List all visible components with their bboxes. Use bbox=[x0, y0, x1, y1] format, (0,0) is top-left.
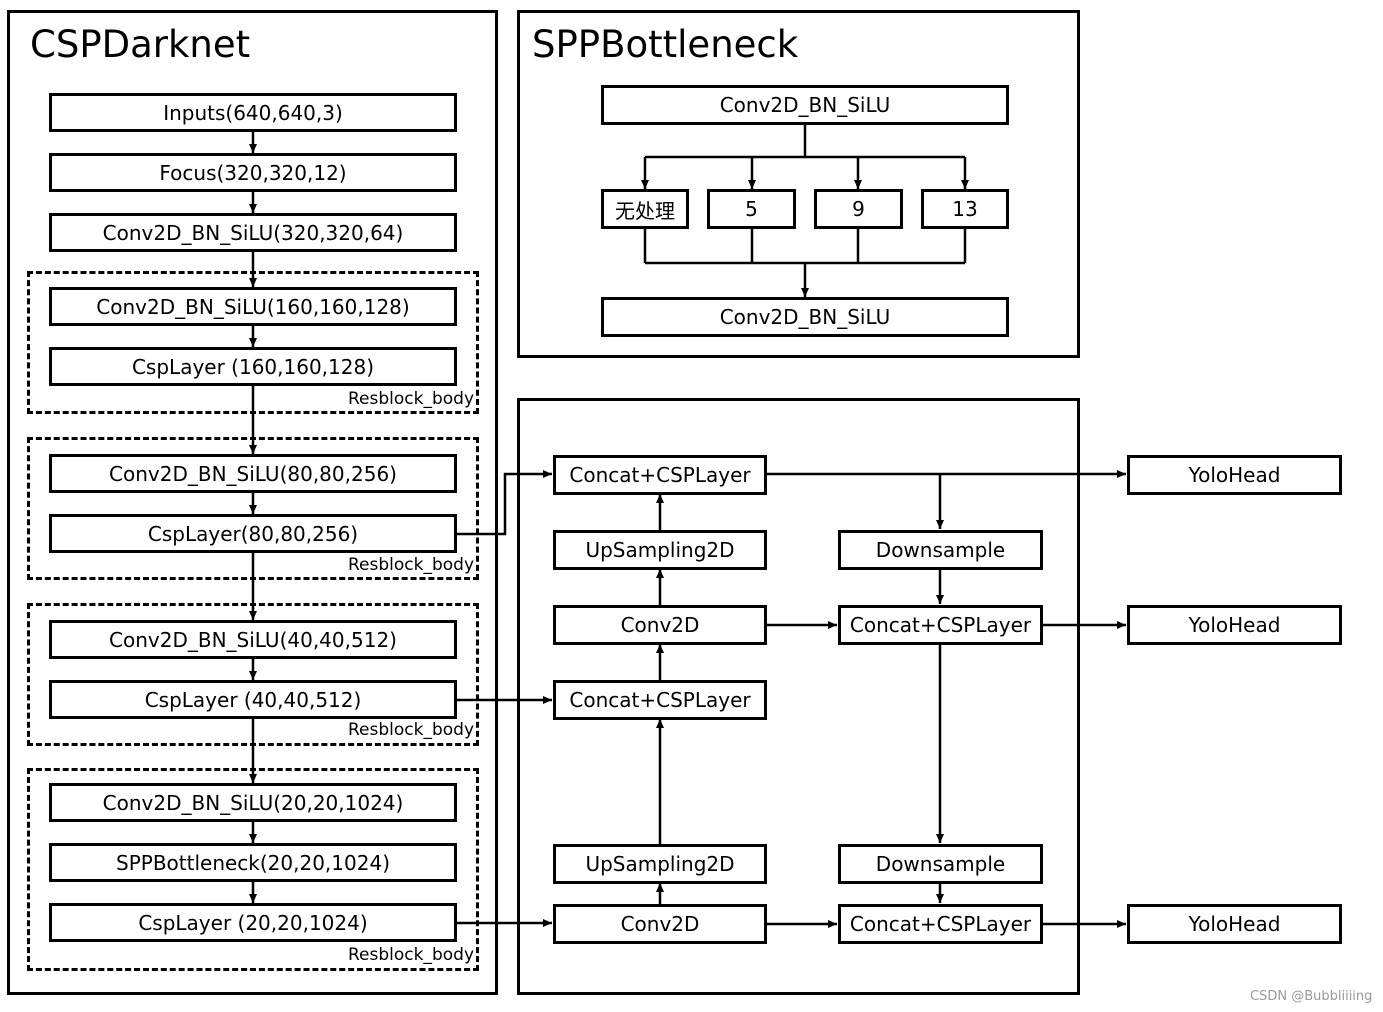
spp-branch-pool-9: 9 bbox=[814, 189, 903, 229]
block4-label: Resblock_body bbox=[346, 945, 477, 965]
cspdarknet-title: CSPDarknet bbox=[30, 23, 251, 66]
spp-branch-pool-5: 5 bbox=[707, 189, 796, 229]
concat-csp-right-bottom-box: Concat+CSPLayer bbox=[838, 904, 1043, 944]
upsampling-box-2: UpSampling2D bbox=[553, 844, 767, 884]
block1-label: Resblock_body bbox=[346, 389, 477, 409]
conv2d-bottom-box: Conv2D bbox=[553, 904, 767, 944]
yolohead-box-1: YoloHead bbox=[1127, 455, 1342, 495]
spp-branch-pool-13: 13 bbox=[921, 189, 1009, 229]
block1-csp-box: CspLayer (160,160,128) bbox=[49, 347, 457, 386]
focus-box: Focus(320,320,12) bbox=[49, 153, 457, 192]
conv-stem-box: Conv2D_BN_SiLU(320,320,64) bbox=[49, 213, 457, 252]
block2-label: Resblock_body bbox=[346, 555, 477, 575]
concat-csp-right-mid-box: Concat+CSPLayer bbox=[838, 605, 1043, 645]
block2-conv-box: Conv2D_BN_SiLU(80,80,256) bbox=[49, 454, 457, 493]
spp-bottom-conv-box: Conv2D_BN_SiLU bbox=[601, 297, 1009, 337]
spp-branch-identity: 无处理 bbox=[601, 189, 689, 229]
downsample-box-1: Downsample bbox=[838, 530, 1043, 570]
concat-csp-top-box: Concat+CSPLayer bbox=[553, 455, 767, 495]
block3-csp-box: CspLayer (40,40,512) bbox=[49, 680, 457, 719]
spp-title: SPPBottleneck bbox=[532, 23, 799, 66]
upsampling-box-1: UpSampling2D bbox=[553, 530, 767, 570]
block4-conv-box: Conv2D_BN_SiLU(20,20,1024) bbox=[49, 783, 457, 822]
spp-top-conv-box: Conv2D_BN_SiLU bbox=[601, 85, 1009, 125]
concat-csp-mid-box: Concat+CSPLayer bbox=[553, 680, 767, 720]
inputs-box: Inputs(640,640,3) bbox=[49, 93, 457, 132]
block4-spp-box: SPPBottleneck(20,20,1024) bbox=[49, 843, 457, 882]
downsample-box-2: Downsample bbox=[838, 844, 1043, 884]
block3-conv-box: Conv2D_BN_SiLU(40,40,512) bbox=[49, 620, 457, 659]
block2-csp-box: CspLayer(80,80,256) bbox=[49, 514, 457, 553]
block1-conv-box: Conv2D_BN_SiLU(160,160,128) bbox=[49, 287, 457, 326]
watermark: CSDN @Bubbliiiing bbox=[1250, 989, 1373, 1004]
block3-label: Resblock_body bbox=[346, 720, 477, 740]
conv2d-mid-box: Conv2D bbox=[553, 605, 767, 645]
yolohead-box-3: YoloHead bbox=[1127, 904, 1342, 944]
block4-csp-box: CspLayer (20,20,1024) bbox=[49, 903, 457, 942]
yolohead-box-2: YoloHead bbox=[1127, 605, 1342, 645]
